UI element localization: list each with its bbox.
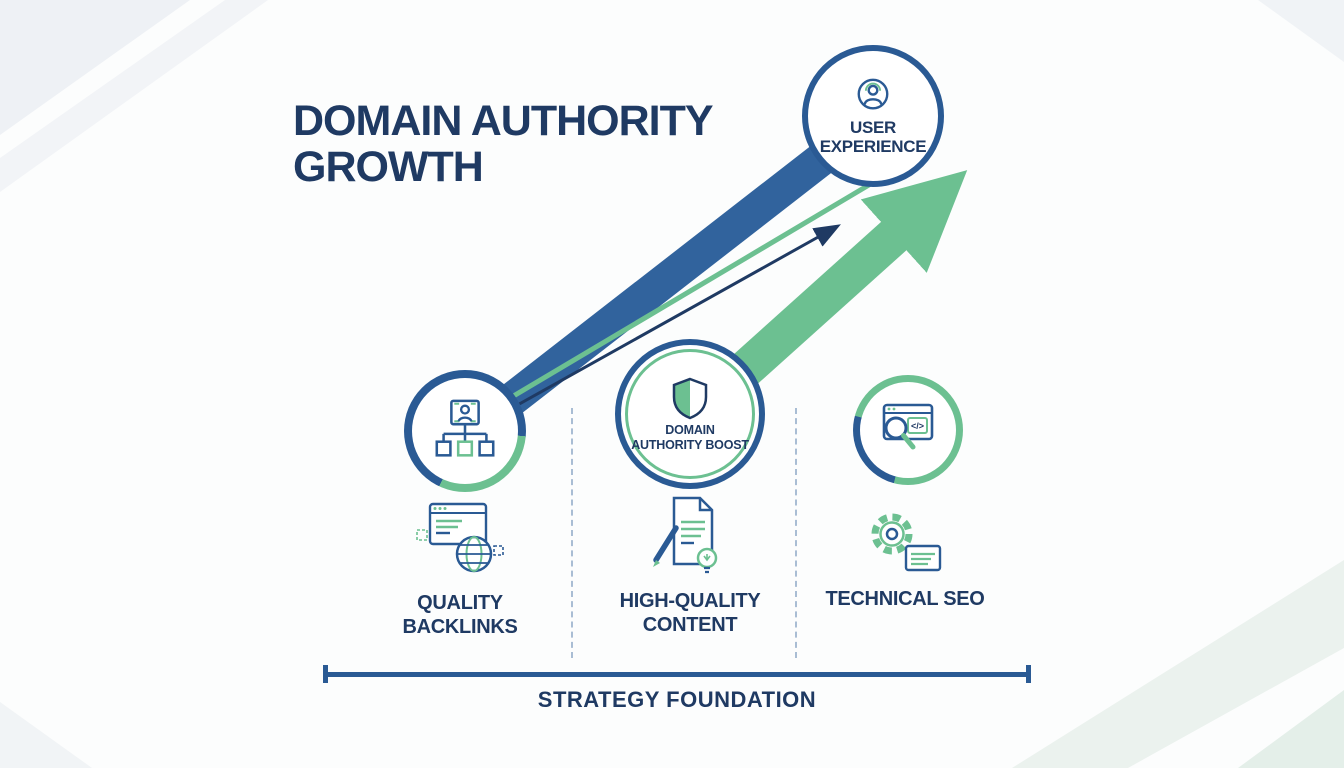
document-pencil-bulb-icon bbox=[653, 496, 718, 574]
user-icon bbox=[857, 78, 889, 110]
page-title: DOMAIN AUTHORITY GROWTH bbox=[293, 97, 713, 192]
sitemap-icon bbox=[435, 399, 495, 457]
foundation-line bbox=[325, 672, 1029, 677]
node-label-user-experience: USER EXPERIENCE bbox=[819, 117, 927, 156]
node-user-experience: USER EXPERIENCE bbox=[802, 45, 944, 187]
foundation-cap-right bbox=[1026, 665, 1031, 683]
pillar-technical-seo: TECHNICAL SEO bbox=[815, 504, 995, 612]
pillar-quality-backlinks: QUALITY BACKLINKS bbox=[370, 500, 550, 639]
pillar-label-technical-seo: TECHNICAL SEO bbox=[825, 588, 985, 610]
node-backlinks-network bbox=[404, 370, 526, 492]
node-authority-boost: DOMAIN AUTHORITY BOOST bbox=[615, 339, 765, 489]
search-code-icon: </> bbox=[882, 403, 934, 450]
dashed-guide-left bbox=[571, 408, 573, 658]
pillar-label-high-quality-content: HIGH-QUALITY CONTENT bbox=[619, 590, 761, 636]
pillar-high-quality-content: HIGH-QUALITY CONTENT bbox=[600, 494, 780, 637]
foundation-cap-left bbox=[323, 665, 328, 683]
node-seo-audit: </> bbox=[853, 375, 963, 485]
dashed-guide-right bbox=[795, 408, 797, 658]
shield-icon bbox=[672, 377, 708, 420]
pillar-label-quality-backlinks: QUALITY BACKLINKS bbox=[402, 592, 518, 638]
foundation-label: STRATEGY FOUNDATION bbox=[537, 687, 817, 712]
browser-globe-icon bbox=[416, 502, 504, 573]
code-glyph: </> bbox=[911, 421, 924, 431]
gear-card-icon bbox=[871, 513, 942, 572]
node-label-authority-boost: DOMAIN AUTHORITY BOOST bbox=[631, 423, 749, 452]
